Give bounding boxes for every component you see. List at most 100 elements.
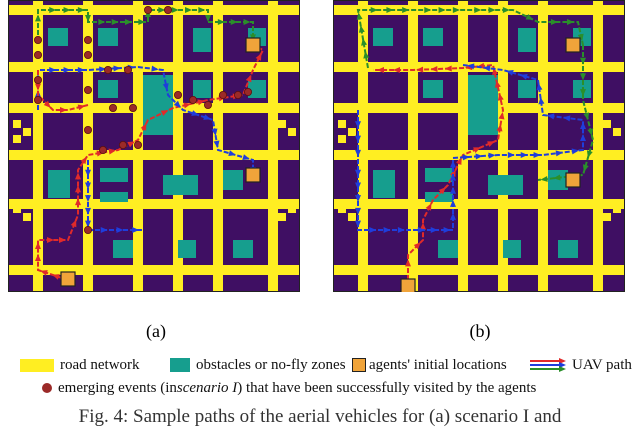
event-dot-swatch — [42, 383, 52, 393]
road-segment — [13, 205, 21, 213]
uav-path-arrow — [449, 169, 456, 178]
uav-path-arrow — [455, 157, 462, 166]
uav-path-arrow — [52, 274, 60, 280]
event-marker — [143, 6, 152, 14]
agent-location — [60, 271, 76, 287]
uav-path-arrow — [386, 7, 394, 13]
legend-uav-path: UAV path — [528, 355, 632, 375]
uav-path-arrow — [583, 112, 590, 120]
uav-path-arrow — [35, 83, 41, 91]
uav-path-arrow — [438, 7, 446, 13]
uav-path-arrow — [547, 113, 555, 120]
obstacle-zone — [178, 240, 196, 258]
legend-road-network: road network — [20, 355, 140, 375]
uav-path-arrow — [230, 19, 238, 25]
uav-path-arrow — [85, 220, 91, 228]
uav-path-arrow — [63, 7, 71, 13]
uav-path-arrow — [563, 115, 571, 122]
map-border — [8, 0, 300, 292]
uav-path-arrow — [185, 7, 192, 13]
uav-path-arrow — [377, 67, 384, 73]
uav-path-arrow — [100, 227, 108, 233]
uav-path-arrow — [450, 212, 456, 220]
map-panel-b — [333, 0, 625, 292]
road-segment — [333, 265, 625, 275]
uav-path-arrow — [138, 19, 146, 25]
uav-path-arrow — [393, 67, 400, 73]
uav-path-arrow — [160, 110, 169, 117]
uav-path-arrow — [520, 73, 528, 80]
road-segment — [603, 213, 611, 221]
legend-agents: agents' initial locations — [352, 355, 507, 375]
uav-path-segment — [37, 65, 254, 175]
uav-path-arrow — [35, 254, 41, 261]
obstacle-zone — [425, 192, 453, 202]
obstacle-zone — [193, 28, 211, 52]
uav-path-arrow — [567, 19, 574, 25]
road-segment — [498, 0, 508, 292]
uav-path-arrow — [502, 7, 510, 13]
obstacle-zone — [48, 28, 68, 46]
map-a — [8, 0, 300, 292]
event-marker — [104, 66, 113, 75]
agent-location — [400, 278, 416, 292]
uav-path-arrow — [77, 7, 85, 13]
obstacle-zone — [223, 170, 243, 190]
uav-path-arrow — [540, 175, 548, 182]
uav-path-arrow — [495, 80, 501, 88]
obstacle-zone — [48, 170, 70, 198]
road-segment — [173, 0, 183, 292]
uav-path-arrow — [77, 67, 85, 73]
uav-path-arrow — [488, 7, 496, 13]
uav-path-arrow — [108, 148, 116, 155]
uav-path-segment — [37, 9, 254, 45]
uav-path-arrow — [498, 112, 505, 120]
road-segment — [348, 213, 356, 221]
road-segment — [538, 0, 548, 292]
legend-events-scenario: scenario I — [176, 379, 238, 396]
event-marker — [84, 225, 93, 234]
path-arrows-icon — [530, 358, 566, 372]
obstacle-zone — [503, 240, 521, 258]
event-marker — [84, 36, 93, 45]
event-marker — [119, 140, 128, 149]
uav-path-arrow — [474, 7, 482, 13]
uav-path-arrow — [49, 67, 57, 73]
road-segment — [8, 150, 300, 160]
road-segment — [13, 135, 21, 143]
uav-path-arrow — [450, 186, 456, 194]
uav-path-arrow — [140, 123, 147, 131]
road-segment — [613, 128, 621, 136]
obstacle-zone — [248, 80, 266, 98]
road-segment — [458, 0, 468, 292]
obstacle-zone — [98, 80, 118, 98]
uav-path-arrow — [183, 102, 191, 109]
event-marker — [84, 86, 93, 95]
uav-path-arrow — [363, 51, 370, 59]
obstacle-zone — [163, 175, 198, 195]
uav-path-arrow — [111, 19, 119, 25]
obstacle-zone — [488, 175, 523, 195]
event-marker — [124, 66, 133, 75]
uav-path-arrow — [580, 89, 586, 97]
legend-agents-label: agents' initial locations — [369, 356, 507, 373]
road-segment — [13, 120, 21, 128]
uav-path-arrow — [162, 83, 169, 91]
obstacle-zone — [423, 28, 443, 46]
uav-path-arrow — [132, 227, 140, 233]
uav-path-arrow — [462, 154, 470, 161]
event-marker — [109, 104, 118, 113]
uav-path-arrow — [507, 152, 515, 158]
obstacle-zone — [98, 28, 118, 46]
uav-path-arrow — [211, 128, 218, 136]
uav-path-arrow — [203, 114, 211, 120]
event-marker — [33, 36, 42, 45]
obstacle-swatch — [170, 358, 190, 372]
uav-path-arrow — [116, 227, 124, 233]
uav-path-arrow — [571, 148, 579, 155]
uav-path-segment — [357, 64, 584, 231]
uav-path-arrow — [205, 15, 211, 22]
uav-path-arrow — [438, 187, 446, 195]
obstacle-zone — [373, 170, 395, 198]
uav-path-arrow — [70, 219, 77, 228]
